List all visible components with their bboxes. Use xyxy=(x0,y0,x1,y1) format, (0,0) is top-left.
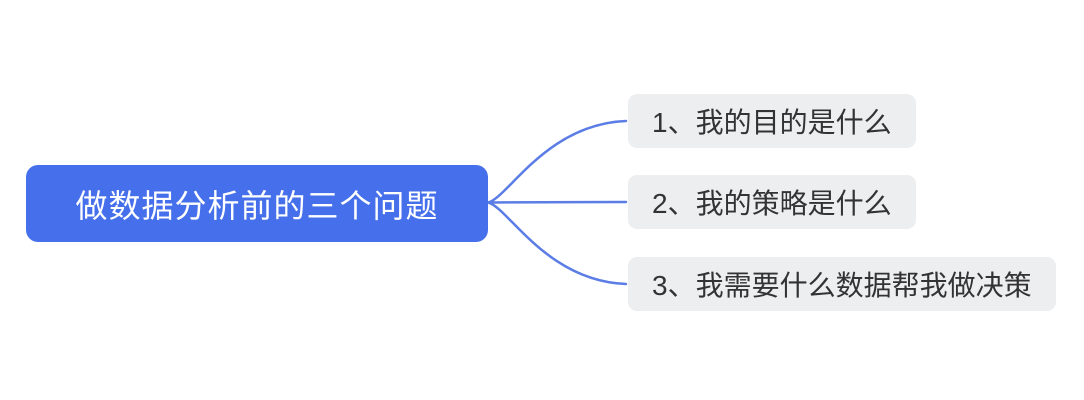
mindmap-child-node-1[interactable]: 1、我的目的是什么 xyxy=(628,94,916,148)
mindmap-child-node-2[interactable]: 2、我的策略是什么 xyxy=(628,175,916,229)
connector-root-to-child-1 xyxy=(486,119,628,204)
mindmap-child-node-3[interactable]: 3、我需要什么数据帮我做决策 xyxy=(628,257,1056,311)
mindmap-root-node[interactable]: 做数据分析前的三个问题 xyxy=(26,165,488,242)
connector-root-to-child-3 xyxy=(486,201,628,286)
connector-root-to-child-2 xyxy=(486,200,628,204)
